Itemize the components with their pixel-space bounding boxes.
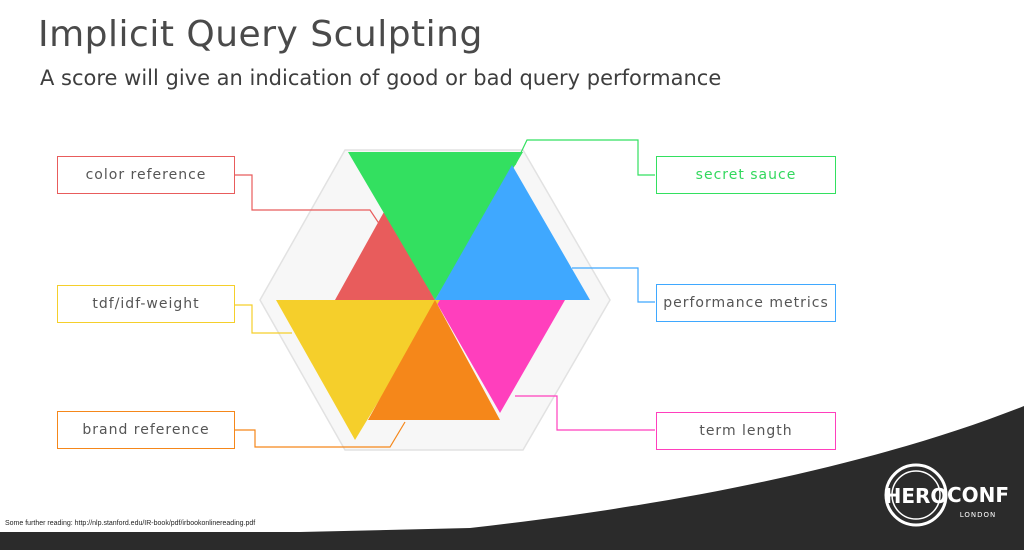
logo-city: LONDON bbox=[960, 511, 997, 519]
logo-conf: CONF bbox=[947, 483, 1009, 507]
decorative-sweep bbox=[0, 406, 1024, 550]
triangle-orange bbox=[368, 300, 500, 420]
connector-secret-sauce bbox=[514, 139, 655, 176]
connector-performance-metrics bbox=[572, 267, 655, 303]
label-color-reference: color reference bbox=[57, 156, 235, 194]
label-tdf-idf-weight: tdf/idf-weight bbox=[57, 285, 235, 323]
triangle-blue bbox=[435, 165, 590, 300]
connector-term-length bbox=[515, 395, 655, 431]
logo-hero: HERO bbox=[885, 484, 948, 508]
label-brand-reference: brand reference bbox=[57, 411, 235, 449]
connector-brand-reference bbox=[235, 421, 406, 448]
triangle-yellow bbox=[276, 300, 440, 440]
connector-color-reference bbox=[235, 174, 381, 226]
label-term-length: term length bbox=[656, 412, 836, 450]
slide-title: Implicit Query Sculpting bbox=[38, 14, 483, 55]
triangle-magenta bbox=[435, 300, 565, 413]
label-secret-sauce: secret sauce bbox=[656, 156, 836, 194]
slide-subtitle: A score will give an indication of good … bbox=[40, 66, 722, 90]
triangle-red bbox=[335, 210, 435, 300]
label-performance-metrics: performance metrics bbox=[656, 284, 836, 322]
connector-tdf-idf-weight bbox=[235, 304, 292, 334]
further-reading-note: Some further reading: http://nlp.stanfor… bbox=[5, 520, 256, 527]
triangle-green bbox=[348, 152, 523, 300]
heroconf-logo: HERO CONF LONDON bbox=[884, 463, 1009, 527]
